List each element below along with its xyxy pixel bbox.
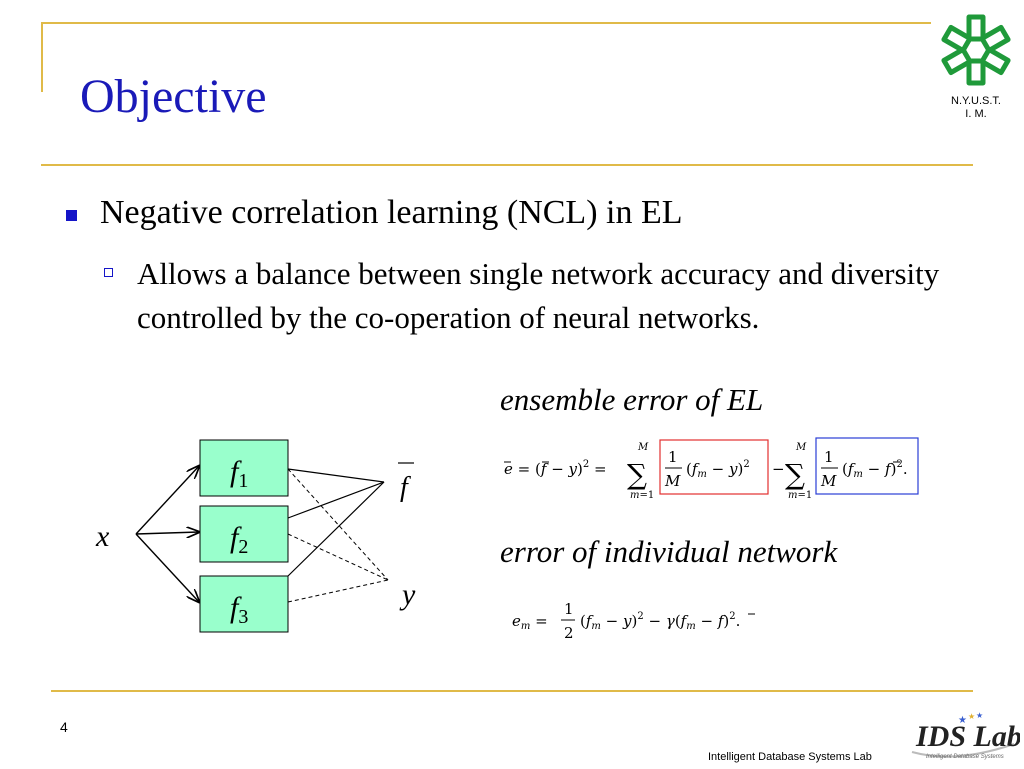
nyust-emblem-icon — [941, 14, 1011, 86]
individual-error-formula: em = 1 2 (fm − y)2 − γ(fm − f)2. — [512, 600, 755, 642]
ncl-network-diagram: f1 f2 f3 x f y — [95, 439, 416, 633]
node-f2-sub: 2 — [238, 536, 248, 558]
svg-text:(fm − y)2 − γ(fm − f)2.: (fm − y)2 − γ(fm − f)2. — [580, 611, 740, 632]
node-f1-box — [199, 439, 289, 497]
svg-text:M: M — [795, 442, 807, 453]
svg-text:m=1: m=1 — [788, 490, 812, 501]
arrow-x-to-f2 — [135, 532, 199, 534]
ids-lab-tagline: Intelligent Database Systems — [926, 754, 1004, 760]
svg-text:m=1: m=1 — [630, 490, 654, 501]
sub-bullet-square-icon — [104, 268, 113, 277]
footer-divider — [51, 690, 973, 692]
svg-text:★: ★ — [958, 715, 967, 726]
output-fbar-label: f — [400, 472, 411, 503]
ensemble-error-formula: e = (f − y)2 = M ∑ m=1 1 M (fm − y)2 − M… — [504, 437, 919, 501]
line-f2-to-fbar — [287, 481, 385, 519]
input-x-label: x — [95, 520, 110, 553]
nyust-logo-line1: N.Y.U.S.T. — [951, 95, 1001, 107]
svg-text:1: 1 — [668, 448, 678, 466]
nyust-logo: N.Y.U.S.T. I. M. — [938, 10, 1014, 120]
caption-ensemble-error: ensemble error of EL — [500, 382, 764, 417]
svg-text:e = (f − y)2 =: e = (f − y)2 = — [504, 459, 607, 478]
left-accent-line — [41, 22, 43, 92]
bullet-text: Negative correlation learning (NCL) in E… — [100, 194, 683, 231]
svg-text:∑: ∑ — [785, 458, 805, 491]
slide-title: Objective — [80, 70, 267, 123]
footer-lab-name: Intelligent Database Systems Lab — [708, 751, 872, 763]
svg-text:1: 1 — [564, 600, 574, 618]
line-f3-to-fbar — [287, 481, 385, 577]
arrow-x-to-f1 — [135, 466, 199, 535]
svg-text:★: ★ — [976, 711, 983, 720]
bullet-square-icon — [66, 210, 77, 221]
node-f3-sub: 3 — [238, 606, 248, 628]
dash-f1-to-y — [287, 468, 389, 581]
caption-individual-error: error of individual network — [500, 534, 838, 569]
dash-f3-to-y — [287, 579, 389, 603]
nyust-logo-line2: I. M. — [965, 108, 987, 120]
node-f3-box — [199, 575, 289, 633]
ids-lab-logo: ★ ★ ★ IDS Lab Intelligent Database Syste… — [906, 706, 1022, 764]
svg-text:★: ★ — [968, 712, 975, 721]
svg-text:(fm − y)2: (fm − y)2 — [686, 459, 750, 480]
node-f1-sub: 1 — [238, 470, 248, 492]
svg-text:M: M — [820, 472, 837, 490]
arrow-x-to-f3 — [135, 533, 199, 602]
svg-text:∑: ∑ — [627, 458, 647, 491]
svg-text:em =: em = — [512, 612, 548, 632]
title-divider — [41, 164, 973, 166]
dash-f2-to-y — [287, 533, 389, 581]
svg-text:2: 2 — [564, 624, 574, 642]
target-y-label: y — [399, 578, 416, 611]
page-number: 4 — [60, 719, 68, 735]
svg-text:M: M — [664, 472, 681, 490]
svg-text:M: M — [637, 442, 649, 453]
svg-text:−: − — [772, 460, 785, 478]
top-accent-line — [41, 22, 931, 24]
ids-lab-wordmark: IDS Lab — [915, 720, 1020, 753]
ids-lab-emblem-icon: ★ ★ ★ IDS Lab Intelligent Database Syste… — [911, 711, 1022, 760]
node-f2-box — [199, 505, 289, 563]
svg-text:1: 1 — [824, 448, 834, 466]
sub-bullet-text: Allows a balance between single network … — [137, 256, 940, 335]
line-f1-to-fbar — [287, 468, 385, 483]
